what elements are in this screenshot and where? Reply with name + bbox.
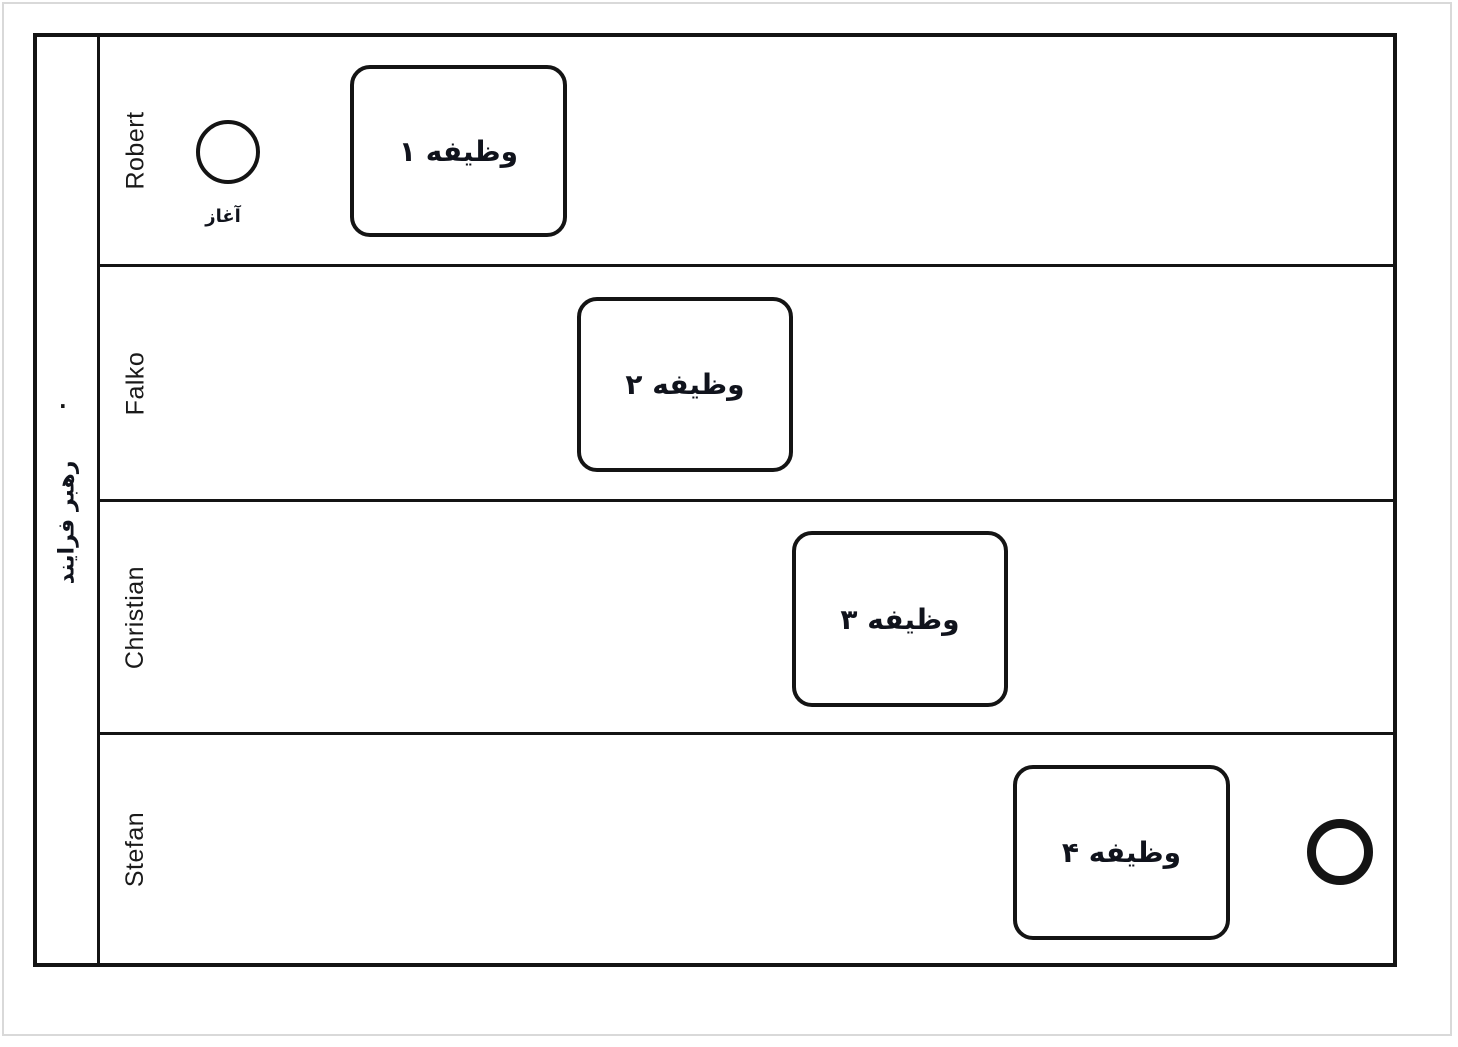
task-3: وظیفه ۳ <box>792 531 1008 707</box>
lane-label-box: Christian <box>112 502 160 732</box>
task-1: وظیفه ۱ <box>350 65 567 237</box>
lane-label-box: Stefan <box>112 735 160 963</box>
start-event-label: آغاز <box>205 206 241 227</box>
task-4: وظیفه ۴ <box>1013 765 1230 940</box>
pool-label: رهبر فرایند <box>54 460 80 584</box>
lane-label-christian: Christian <box>121 565 150 669</box>
pool-label-dot: . <box>59 389 67 413</box>
start-event-circle <box>196 120 260 184</box>
lane-label-box: Robert <box>112 37 160 264</box>
end-event-circle <box>1307 819 1373 885</box>
task-2: وظیفه ۲ <box>577 297 793 472</box>
lane-label-falko: Falko <box>121 351 150 415</box>
lane-falko: Falko <box>100 267 1393 502</box>
lane-label-stefan: Stefan <box>121 811 150 887</box>
lane-christian: Christian <box>100 502 1393 735</box>
pool-header: . رهبر فرایند <box>37 37 100 963</box>
lane-robert: Robert <box>100 37 1393 267</box>
lane-label-robert: Robert <box>121 111 150 190</box>
lane-label-box: Falko <box>112 267 160 499</box>
